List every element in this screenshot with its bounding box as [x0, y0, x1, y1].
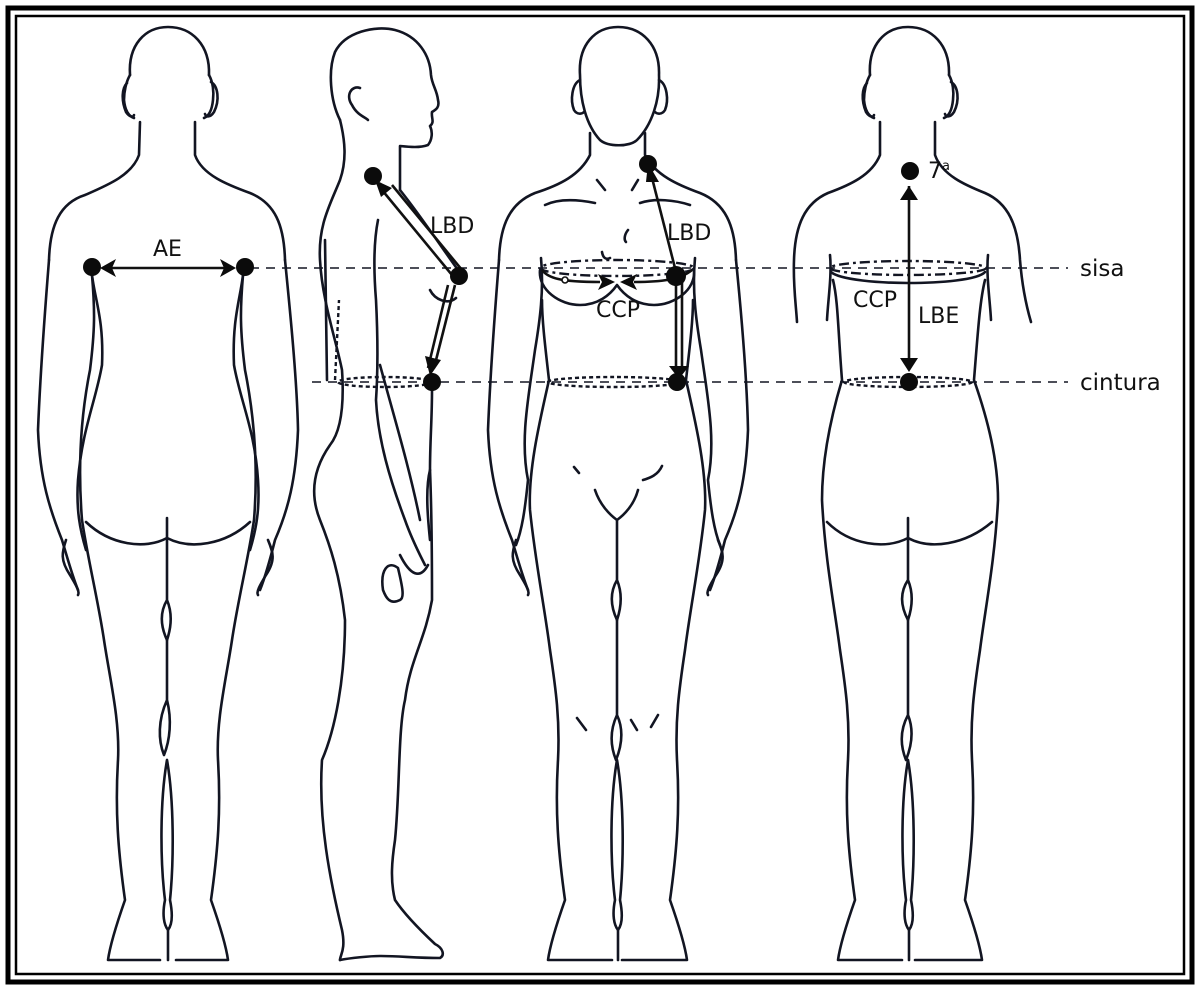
measurement-back [828, 162, 988, 391]
label-ccp-back: CCP [853, 288, 897, 313]
lbd-side-neck-point [364, 167, 382, 185]
lbd-front-bust-point [666, 266, 686, 286]
label-ae: AE [153, 237, 182, 262]
lbd-side-bust-point [450, 267, 468, 285]
label-vertebra-7: 7a [928, 159, 950, 184]
ae-point-left [83, 258, 101, 276]
label-lbe: LBE [918, 304, 959, 329]
figure-side-view-lbd [312, 27, 460, 962]
figure-front-view [486, 25, 750, 962]
measurement-lbd-side [336, 167, 468, 391]
vertebra-ordinal: a [942, 159, 950, 174]
label-lbd-side: LBD [430, 214, 474, 239]
label-ccp-front: CCP [596, 298, 640, 323]
lbe-waist-point [900, 373, 918, 391]
measurement-front [538, 155, 696, 391]
frame-border [5, 5, 1195, 985]
lbd-side-waist-point [423, 373, 441, 391]
figure-back-view-lbe [792, 25, 1033, 962]
label-cintura: cintura [1080, 370, 1161, 396]
lbd-front-waist-point [668, 373, 686, 391]
figure-back-view-ae [36, 25, 300, 962]
ae-point-right [236, 258, 254, 276]
measurement-ae [83, 258, 254, 277]
label-lbd-front: LBD [667, 221, 711, 246]
label-sisa: sisa [1080, 256, 1124, 282]
lbd-front-neck-point [639, 155, 657, 173]
vertebra-number: 7 [928, 159, 942, 184]
vertebra-7-point [901, 162, 919, 180]
